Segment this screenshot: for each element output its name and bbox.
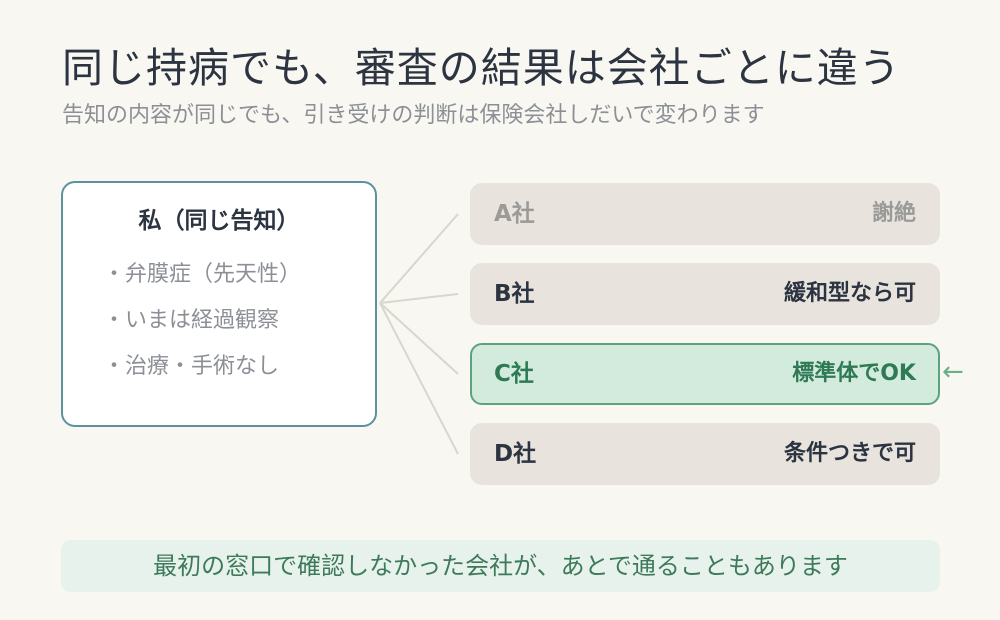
- connector-line-c: [379, 302, 459, 375]
- page-subtitle: 告知の内容が同じでも、引き受けの判断は保険会社しだいで変わります: [62, 103, 765, 128]
- company-a-card: A社 謝絶: [470, 183, 940, 245]
- disclosure-item: ・弁膜症（先天性）: [103, 262, 302, 287]
- connector-line-b: [379, 293, 459, 304]
- disclosure-item: ・治療・手術なし: [103, 354, 280, 379]
- company-d-card: D社 条件つきで可: [470, 423, 940, 485]
- disclosure-list: ・弁膜症（先天性） ・いまは経過観察 ・治療・手術なし: [103, 261, 301, 399]
- page-title: 同じ持病でも、審査の結果は会社ごとに違う: [62, 44, 901, 92]
- company-result: 謝絶: [871, 201, 916, 226]
- company-result: 緩和型なら可: [783, 281, 916, 306]
- arrow-left-icon: ←: [942, 357, 964, 387]
- my-disclosure-card: 私（同じ告知） ・弁膜症（先天性） ・いまは経過観察 ・治療・手術なし: [61, 181, 377, 427]
- footer-note: 最初の窓口で確認しなかった会社が、あとで通ることもあります: [61, 540, 940, 592]
- my-disclosure-title: 私（同じ告知）: [138, 208, 300, 234]
- company-name: C社: [494, 361, 534, 387]
- company-b-card: B社 緩和型なら可: [470, 263, 940, 325]
- company-name: A社: [494, 201, 535, 227]
- company-result: 条件つきで可: [783, 441, 916, 466]
- disclosure-item: ・いまは経過観察: [103, 308, 280, 333]
- company-name: B社: [494, 281, 535, 307]
- company-result: 標準体でOK: [792, 361, 916, 386]
- connector-line-d: [379, 302, 459, 455]
- company-name: D社: [494, 441, 537, 467]
- company-c-card: C社 標準体でOK: [470, 343, 940, 405]
- connector-line-a: [379, 213, 459, 304]
